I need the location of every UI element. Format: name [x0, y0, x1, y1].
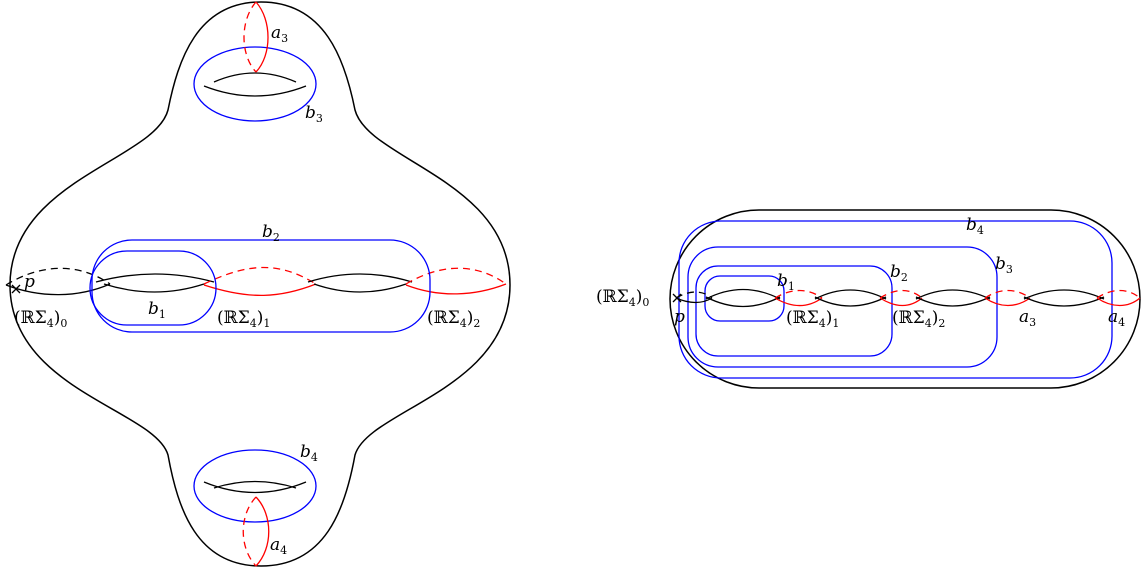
right-a3-solid — [984, 297, 1031, 307]
left-rs2-solid — [405, 283, 507, 295]
left-rs2-dashed — [405, 267, 507, 285]
left-bottom-handle-upper-arc — [213, 480, 297, 489]
left-hole1-upper — [95, 273, 215, 283]
left-b1-curve — [89, 250, 217, 326]
left-rs0-dashed — [5, 267, 111, 286]
left-label-rs2: (ℝΣ4)2 — [427, 308, 480, 330]
right-a4-dashed — [1096, 289, 1141, 299]
right-rs2-dashed — [879, 289, 923, 299]
right-rs1-dashed — [774, 289, 823, 299]
right-b1-curve — [704, 275, 785, 322]
right-label-b2: b2 — [890, 262, 908, 284]
left-label-a3: a3 — [271, 23, 288, 45]
right-rs2-solid — [879, 297, 923, 307]
left-label-p: p — [24, 272, 35, 292]
left-label-a4: a4 — [270, 535, 287, 557]
left-figure — [5, 1, 511, 567]
right-surface-outline — [669, 209, 1141, 389]
right-point-p-marker — [672, 293, 682, 303]
left-label-rs1: (ℝΣ4)1 — [217, 308, 270, 330]
left-a3-dashed — [243, 1, 257, 73]
left-label-b4: b4 — [300, 442, 318, 464]
right-label-rs2: (ℝΣ4)2 — [892, 308, 945, 330]
left-b3-curve — [193, 46, 317, 122]
right-label-a3: a3 — [1019, 307, 1036, 329]
right-hole3-lower — [915, 296, 991, 307]
right-label-a4: a4 — [1108, 307, 1125, 329]
left-top-handle-upper-arc — [213, 72, 297, 83]
left-hole2-upper — [307, 273, 413, 283]
right-b2-curve — [695, 265, 893, 357]
right-label-b3: b3 — [995, 254, 1013, 276]
left-top-handle-lower-arc — [203, 85, 307, 97]
right-figure — [669, 209, 1141, 389]
left-label-b3: b3 — [305, 103, 323, 125]
left-rs1-solid — [203, 283, 317, 297]
right-a4-solid — [1096, 297, 1141, 307]
left-a4-dashed — [242, 496, 257, 567]
left-surface-outline — [9, 1, 511, 567]
right-hole2-upper — [814, 289, 887, 300]
left-b2-curve — [91, 239, 431, 333]
right-hole1-lower — [705, 296, 781, 308]
right-b4-curve — [678, 220, 1113, 379]
right-label-rs1: (ℝΣ4)1 — [786, 308, 839, 330]
right-label-b4: b4 — [966, 215, 984, 237]
left-hole1-lower — [103, 283, 205, 293]
right-label-p: p — [674, 307, 685, 327]
left-point-p-marker — [11, 284, 21, 294]
left-a4-solid — [255, 496, 270, 567]
left-rs1-dashed — [203, 266, 317, 285]
left-a3-solid — [255, 1, 269, 73]
right-hole4-lower — [1023, 296, 1105, 307]
left-label-b2: b2 — [262, 222, 280, 244]
left-label-b1: b1 — [148, 299, 166, 321]
right-label-rs0: (ℝΣ4)0 — [596, 287, 649, 309]
right-hole1-upper — [705, 288, 781, 300]
left-bottom-handle-lower-arc — [203, 481, 307, 494]
left-label-rs0: (ℝΣ4)0 — [14, 308, 67, 330]
left-rs0-solid — [5, 283, 111, 296]
right-hole4-upper — [1023, 289, 1105, 300]
right-a3-dashed — [984, 289, 1031, 299]
right-b3-curve — [687, 246, 998, 368]
right-label-b1: b1 — [777, 271, 795, 293]
left-b4-curve — [193, 449, 317, 523]
right-rs1-solid — [774, 297, 823, 307]
right-hole2-lower — [814, 296, 887, 307]
left-hole2-lower — [313, 283, 407, 293]
right-hole3-upper — [915, 289, 991, 300]
